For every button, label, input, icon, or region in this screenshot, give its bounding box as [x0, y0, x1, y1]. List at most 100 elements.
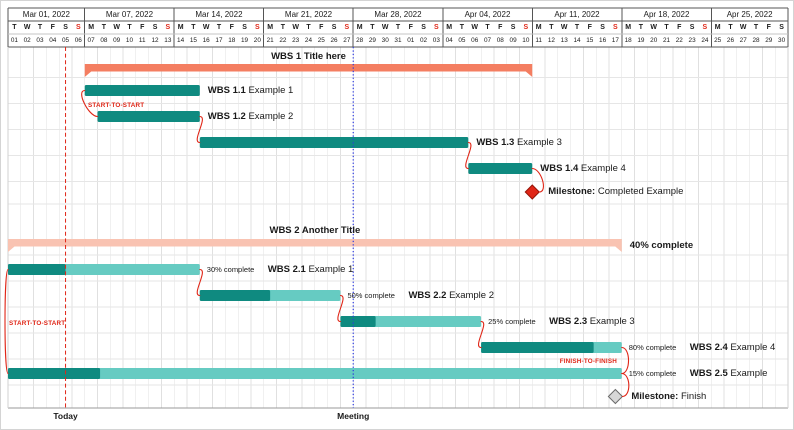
- milestone-diamond-ms1: [524, 184, 540, 200]
- row-label-wbs2.3-bold: WBS 2.3: [549, 316, 588, 327]
- link-finish-to-start-wbs1.2-wbs1.3: [196, 115, 203, 144]
- group-progress-label-wbs2: 40% complete: [629, 240, 694, 251]
- day-letter-cell: M: [625, 24, 632, 31]
- row-label-wbs1.1-bold: WBS 1.1: [207, 85, 246, 96]
- week-title-cell: Mar 14, 2022: [195, 10, 243, 19]
- day-number-cell: 26: [330, 37, 338, 44]
- day-number-cell: 14: [573, 37, 581, 44]
- day-letter-cell: F: [140, 24, 145, 31]
- day-letter-cell: S: [434, 24, 439, 31]
- day-letter-cell: F: [50, 24, 55, 31]
- day-number-cell: 13: [560, 37, 568, 44]
- task-bar-progress-wbs2.1: [8, 264, 66, 275]
- day-number-cell: 09: [509, 37, 517, 44]
- day-number-cell: 21: [662, 37, 671, 44]
- day-number-cell: 29: [368, 37, 376, 44]
- day-letter-cell: T: [370, 24, 375, 31]
- day-number-cell: 25: [317, 37, 325, 44]
- day-number-cell: 11: [138, 37, 146, 44]
- day-number-cell: 03: [36, 37, 44, 44]
- day-letter-cell: S: [600, 24, 605, 31]
- day-number-cell: 31: [394, 37, 402, 44]
- bars: [8, 64, 624, 405]
- day-number-cell: 22: [675, 37, 683, 44]
- row-label-wbs2.5-bold: WBS 2.5: [689, 368, 728, 379]
- milestone-label-ms1: Milestone: Completed Example: [548, 186, 684, 197]
- day-number-cell: 06: [74, 37, 82, 44]
- day-number-cell: 09: [113, 37, 121, 44]
- day-letter-cell: T: [549, 24, 554, 31]
- day-number-cell: 20: [650, 37, 658, 44]
- day-letter-cell: T: [395, 24, 401, 31]
- row-label-wbs1.3-bold: WBS 1.3: [476, 137, 515, 148]
- row-label-wbs1.4: WBS 1.4 Example 4: [540, 163, 626, 174]
- week-title-cell: Apr 04, 2022: [464, 10, 511, 19]
- day-letter-cell: S: [421, 24, 426, 31]
- group-title-wbs2: WBS 2 Another Title: [269, 225, 361, 236]
- day-letter-cell: S: [510, 24, 516, 31]
- day-letter-cell: T: [280, 24, 286, 31]
- day-number-cell: 11: [535, 37, 542, 44]
- row-label-wbs2.2-bold: WBS 2.2: [408, 290, 447, 301]
- row-label-wbs1.2: WBS 1.2 Example 2: [207, 111, 294, 122]
- link-finish-to-start-wbs1.3-wbs1.4: [465, 141, 472, 170]
- day-number-cell: 17: [611, 37, 619, 44]
- day-letter-cell: F: [319, 24, 324, 31]
- day-number-cell: 29: [765, 37, 773, 44]
- task-bar-progress-wbs2.5: [8, 368, 101, 379]
- day-number-cell: 04: [445, 37, 453, 44]
- day-letter-cell: W: [471, 24, 478, 31]
- day-letter-cell: F: [498, 24, 503, 31]
- day-number-cell: 01: [407, 37, 415, 44]
- day-number-cell: 27: [739, 37, 747, 44]
- link-label-wbs2.4-wbs2.5: FINISH-TO-FINISH: [559, 358, 617, 365]
- day-letter-cell: W: [560, 24, 568, 31]
- row-label-wbs2.5: WBS 2.5 Example: [689, 368, 768, 379]
- day-number-cell: 19: [637, 37, 645, 44]
- day-letter-cell: T: [12, 24, 17, 31]
- day-letter-cell: S: [152, 24, 158, 31]
- day-letter-cell: F: [408, 24, 413, 31]
- day-letter-cell: F: [229, 24, 234, 31]
- day-number-cell: 13: [164, 37, 172, 44]
- marker-label-meeting: Meeting: [337, 411, 370, 421]
- day-letter-cell: T: [101, 24, 107, 31]
- day-letter-cell: S: [613, 24, 618, 31]
- group-title-wbs1-bold: WBS 1: [271, 51, 302, 62]
- row-label-wbs1.1: WBS 1.1 Example 1: [207, 85, 294, 96]
- day-number-cell: 28: [752, 37, 760, 44]
- day-letter-cell: M: [535, 24, 542, 31]
- day-letter-cell: S: [689, 24, 695, 31]
- day-number-cell: 17: [215, 37, 223, 44]
- day-letter-cell: S: [779, 24, 784, 31]
- day-letter-cell: S: [331, 24, 337, 31]
- day-number-cell: 23: [292, 37, 300, 44]
- day-number-cell: 30: [778, 37, 786, 44]
- day-letter-cell: S: [242, 24, 247, 31]
- task-bar-wbs1.2: [97, 111, 200, 122]
- day-letter-cell: T: [459, 24, 465, 31]
- day-letter-cell: S: [702, 24, 708, 31]
- day-letter-cell: S: [75, 24, 81, 31]
- task-bar-progress-wbs2.4: [481, 342, 594, 353]
- markers: [65, 47, 354, 408]
- week-title-cell: Mar 01, 2022: [22, 10, 70, 19]
- day-letter-cell: W: [381, 24, 389, 31]
- day-number-cell: 08: [100, 37, 108, 44]
- day-letter-cell: M: [356, 24, 363, 31]
- marker-label-today: Today: [53, 411, 78, 421]
- day-letter-cell: T: [127, 24, 132, 31]
- day-letter-cell: W: [23, 24, 31, 31]
- day-letter-cell: T: [306, 24, 311, 31]
- day-number-cell: 06: [471, 37, 479, 44]
- progress-label-wbs2.5: 15% complete: [628, 369, 677, 378]
- group-title-wbs1: WBS 1 Title here: [271, 51, 346, 62]
- task-bar-wbs1.4: [468, 163, 533, 174]
- row-label-wbs1.3: WBS 1.3 Example 3: [476, 137, 562, 148]
- row-label-wbs2.1-bold: WBS 2.1: [267, 264, 306, 275]
- day-letter-cell: T: [664, 24, 669, 31]
- day-number-cell: 07: [87, 37, 95, 44]
- day-number-cell: 04: [49, 37, 57, 44]
- day-number-cell: 15: [189, 37, 197, 44]
